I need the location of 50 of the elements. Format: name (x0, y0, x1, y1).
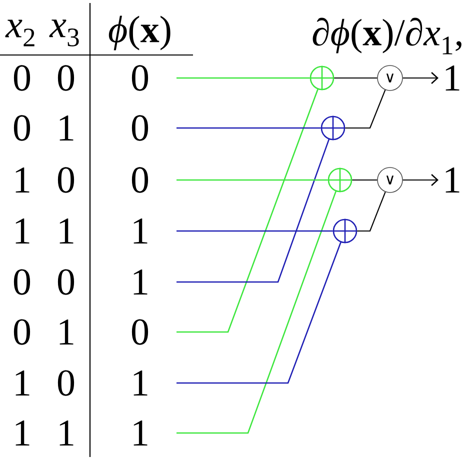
column-header: x$_{2}$ (5, 20, 34, 46)
table-value: 0 (132, 167, 148, 193)
table-cell: 1 (60, 218, 74, 244)
title: ∂ϕ(x)/∂x$_{1}$, (312, 18, 462, 54)
table-cell: 1 (16, 167, 30, 193)
xor-gate (320, 116, 346, 140)
table-cell: 0 (14, 269, 30, 295)
column-header: x$_{3}$ (49, 20, 79, 46)
table-value: 1 (134, 218, 148, 244)
table-cell: 1 (16, 420, 30, 446)
connector-line (345, 90, 386, 129)
table-cell: 0 (14, 65, 30, 91)
table-cell: 0 (58, 65, 74, 91)
table-value: 0 (132, 65, 148, 91)
or-gate: ∨ (377, 65, 403, 91)
table-cell: 0 (58, 269, 74, 295)
xor-gate (332, 218, 358, 244)
xor-gate (328, 168, 352, 192)
table-cell: 1 (60, 115, 74, 141)
arrow (402, 72, 438, 84)
table-cell: 1 (60, 319, 74, 345)
table-value: 1 (134, 420, 148, 446)
connector-line (176, 179, 328, 181)
table-cell: 0 (58, 370, 74, 396)
table-cell: 1 (60, 420, 74, 446)
connector-line (176, 139, 330, 283)
xor-gate (310, 66, 334, 90)
connector-line (352, 179, 378, 181)
output-value: 1 (446, 65, 460, 91)
connector-line (176, 230, 333, 232)
connector-line (176, 127, 321, 129)
table-value: 1 (134, 370, 148, 396)
table-cell: 0 (14, 319, 30, 345)
connector-line (176, 77, 310, 79)
arrow (402, 174, 438, 186)
table-cell: 1 (16, 370, 30, 396)
table-value: 0 (132, 319, 148, 345)
connector-line (176, 242, 342, 384)
connector-line (357, 192, 386, 232)
table-value: 1 (134, 269, 148, 295)
connector-line (176, 89, 318, 333)
table-value: 0 (132, 115, 148, 141)
connector-line (176, 191, 336, 434)
table-cell: 0 (58, 167, 74, 193)
table-cell: 0 (14, 115, 30, 141)
column-header: ϕ(x) (108, 16, 170, 50)
connector-line (334, 77, 378, 79)
output-value: 1 (446, 167, 460, 193)
or-gate: ∨ (377, 167, 403, 193)
table-cell: 1 (16, 218, 30, 244)
